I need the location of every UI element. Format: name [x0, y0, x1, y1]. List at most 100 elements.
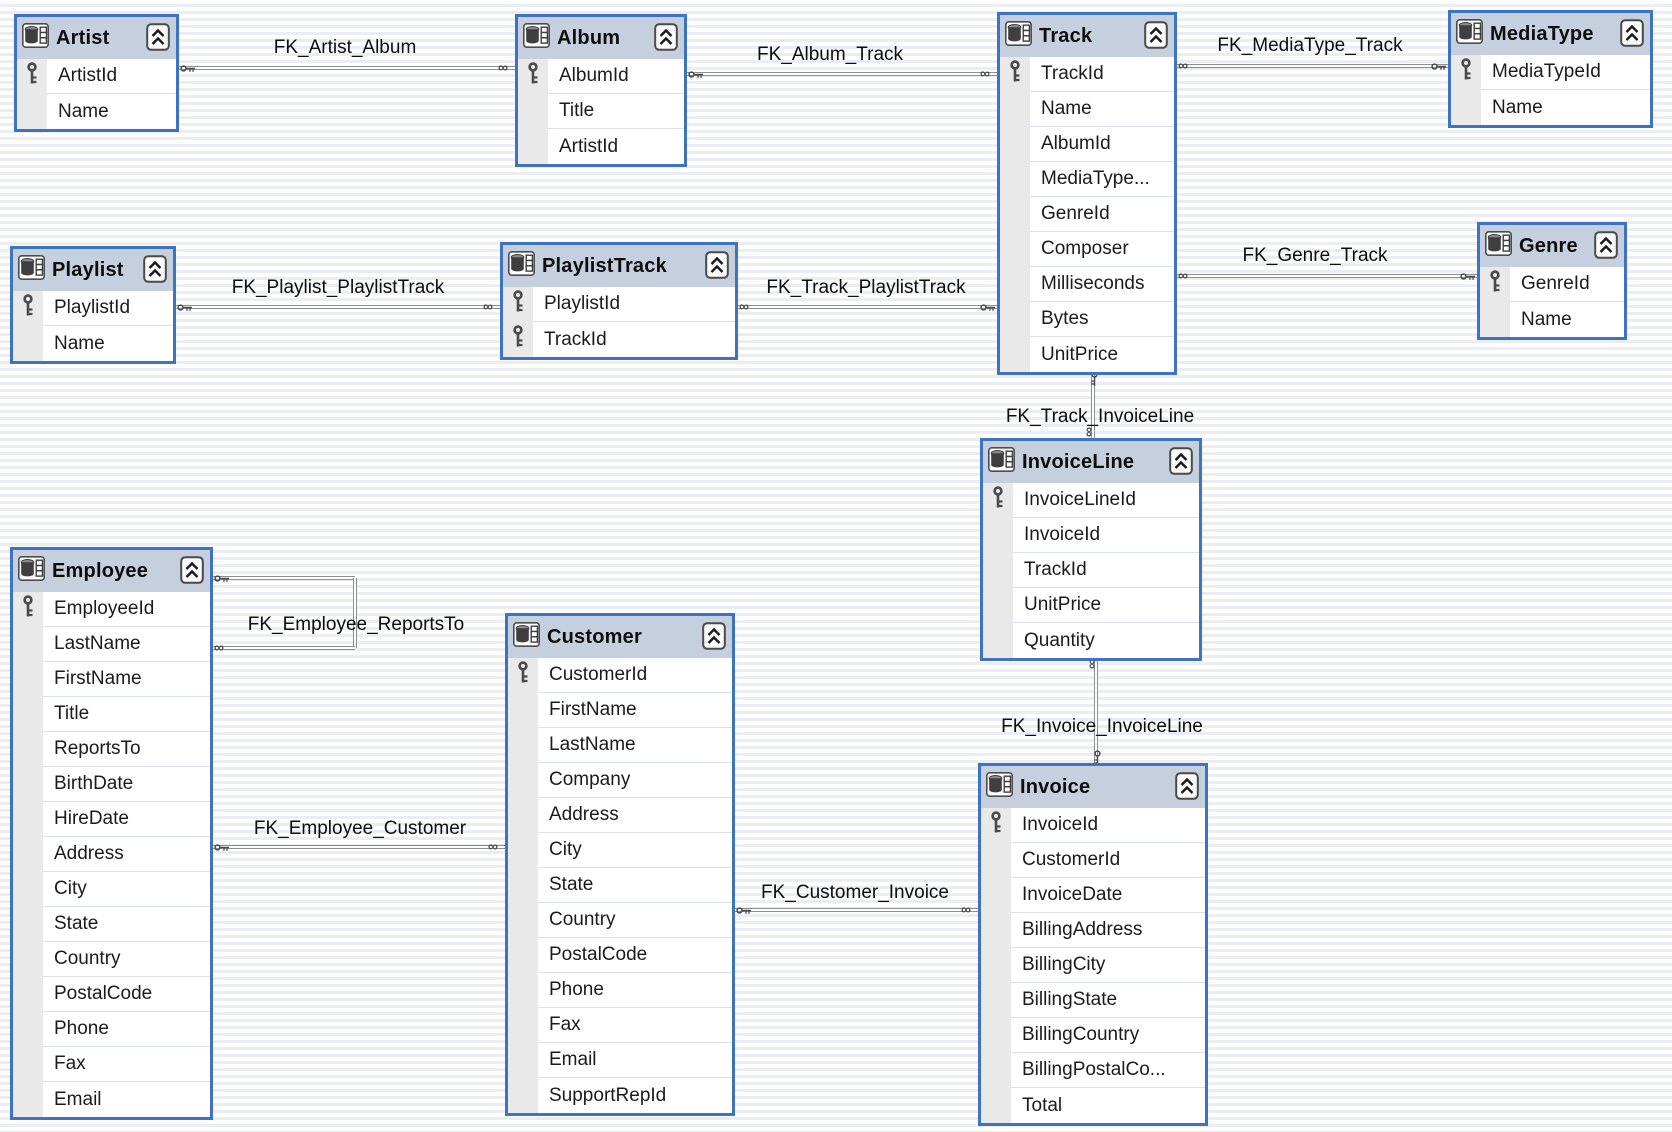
field-row[interactable]: Address: [508, 798, 732, 833]
relationship-line[interactable]: [1177, 274, 1477, 278]
relationship-label[interactable]: FK_Employee_ReportsTo: [247, 614, 465, 635]
field-row[interactable]: Name: [1000, 92, 1174, 127]
relationship-line[interactable]: [179, 66, 515, 70]
field-row[interactable]: MediaType...: [1000, 162, 1174, 197]
relationship-line[interactable]: [1177, 64, 1448, 68]
table-header[interactable]: PlaylistTrack: [503, 245, 735, 287]
field-row[interactable]: BillingState: [981, 983, 1205, 1018]
field-row[interactable]: BillingCountry: [981, 1018, 1205, 1053]
field-row[interactable]: InvoiceLineId: [983, 483, 1199, 518]
relationship-label[interactable]: FK_Customer_Invoice: [761, 882, 949, 903]
field-row[interactable]: Composer: [1000, 232, 1174, 267]
field-row[interactable]: Name: [17, 94, 176, 129]
field-row[interactable]: Bytes: [1000, 302, 1174, 337]
relationship-label[interactable]: FK_Album_Track: [756, 44, 904, 65]
relationship-label[interactable]: FK_Invoice_InvoiceLine: [1001, 716, 1203, 737]
field-row[interactable]: AlbumId: [1000, 127, 1174, 162]
field-row[interactable]: Milliseconds: [1000, 267, 1174, 302]
field-row[interactable]: ArtistId: [518, 129, 684, 164]
collapse-button[interactable]: [1175, 771, 1199, 803]
field-row[interactable]: CustomerId: [981, 843, 1205, 878]
relationship-line[interactable]: [735, 908, 978, 912]
field-row[interactable]: MediaTypeId: [1451, 55, 1650, 90]
field-row[interactable]: BillingCity: [981, 948, 1205, 983]
table-header[interactable]: InvoiceLine: [983, 441, 1199, 483]
relationship-line[interactable]: [176, 305, 500, 309]
field-row[interactable]: Address: [13, 837, 210, 872]
relationship-label[interactable]: FK_Genre_Track: [1242, 245, 1388, 266]
field-row[interactable]: PostalCode: [508, 938, 732, 973]
field-row[interactable]: Title: [13, 697, 210, 732]
field-row[interactable]: State: [13, 907, 210, 942]
field-row[interactable]: EmployeeId: [13, 592, 210, 627]
collapse-button[interactable]: [654, 22, 678, 54]
relationship-line[interactable]: [1091, 369, 1095, 438]
table-header[interactable]: Playlist: [13, 249, 173, 291]
table-header[interactable]: MediaType: [1451, 13, 1650, 55]
relationship-line[interactable]: [213, 576, 355, 580]
relationship-line[interactable]: [353, 578, 357, 648]
field-row[interactable]: InvoiceId: [981, 808, 1205, 843]
collapse-button[interactable]: [702, 621, 726, 653]
field-row[interactable]: GenreId: [1480, 267, 1624, 302]
table-header[interactable]: Employee: [13, 550, 210, 592]
field-row[interactable]: Name: [1451, 90, 1650, 125]
field-row[interactable]: State: [508, 868, 732, 903]
field-row[interactable]: FirstName: [13, 662, 210, 697]
field-row[interactable]: FirstName: [508, 693, 732, 728]
field-row[interactable]: Company: [508, 763, 732, 798]
collapse-button[interactable]: [1620, 18, 1644, 50]
collapse-button[interactable]: [180, 555, 204, 587]
table-header[interactable]: Customer: [508, 616, 732, 658]
field-row[interactable]: PostalCode: [13, 977, 210, 1012]
table-header[interactable]: Album: [518, 17, 684, 59]
collapse-button[interactable]: [705, 250, 729, 282]
collapse-button[interactable]: [1144, 20, 1168, 52]
table-header[interactable]: Track: [1000, 15, 1174, 57]
field-row[interactable]: PlaylistId: [503, 287, 735, 322]
field-row[interactable]: Quantity: [983, 623, 1199, 658]
collapse-button[interactable]: [1169, 446, 1193, 478]
relationship-label[interactable]: FK_Employee_Customer: [253, 818, 467, 839]
relationship-label[interactable]: FK_MediaType_Track: [1217, 35, 1403, 56]
field-row[interactable]: HireDate: [13, 802, 210, 837]
relationship-line[interactable]: [1094, 655, 1098, 763]
collapse-button[interactable]: [146, 22, 170, 54]
relationship-label[interactable]: FK_Playlist_PlaylistTrack: [231, 277, 445, 298]
relationship-label[interactable]: FK_Track_PlaylistTrack: [766, 277, 966, 298]
field-row[interactable]: LastName: [508, 728, 732, 763]
field-row[interactable]: ArtistId: [17, 59, 176, 94]
relationship-line[interactable]: [213, 646, 355, 650]
field-row[interactable]: BirthDate: [13, 767, 210, 802]
field-row[interactable]: PlaylistId: [13, 291, 173, 326]
field-row[interactable]: City: [508, 833, 732, 868]
field-row[interactable]: Phone: [13, 1012, 210, 1047]
field-row[interactable]: TrackId: [503, 322, 735, 357]
field-row[interactable]: TrackId: [983, 553, 1199, 588]
relationship-line[interactable]: [738, 305, 997, 309]
field-row[interactable]: SupportRepId: [508, 1078, 732, 1113]
field-row[interactable]: LastName: [13, 627, 210, 662]
relationship-label[interactable]: FK_Artist_Album: [273, 37, 417, 58]
field-row[interactable]: ReportsTo: [13, 732, 210, 767]
table-header[interactable]: Artist: [17, 17, 176, 59]
field-row[interactable]: Name: [1480, 302, 1624, 337]
field-row[interactable]: UnitPrice: [1000, 337, 1174, 372]
field-row[interactable]: City: [13, 872, 210, 907]
field-row[interactable]: Country: [13, 942, 210, 977]
field-row[interactable]: Email: [508, 1043, 732, 1078]
relationship-label[interactable]: FK_Track_InvoiceLine: [1005, 406, 1195, 427]
relationship-line[interactable]: [213, 845, 505, 849]
field-row[interactable]: TrackId: [1000, 57, 1174, 92]
table-header[interactable]: Genre: [1480, 225, 1624, 267]
